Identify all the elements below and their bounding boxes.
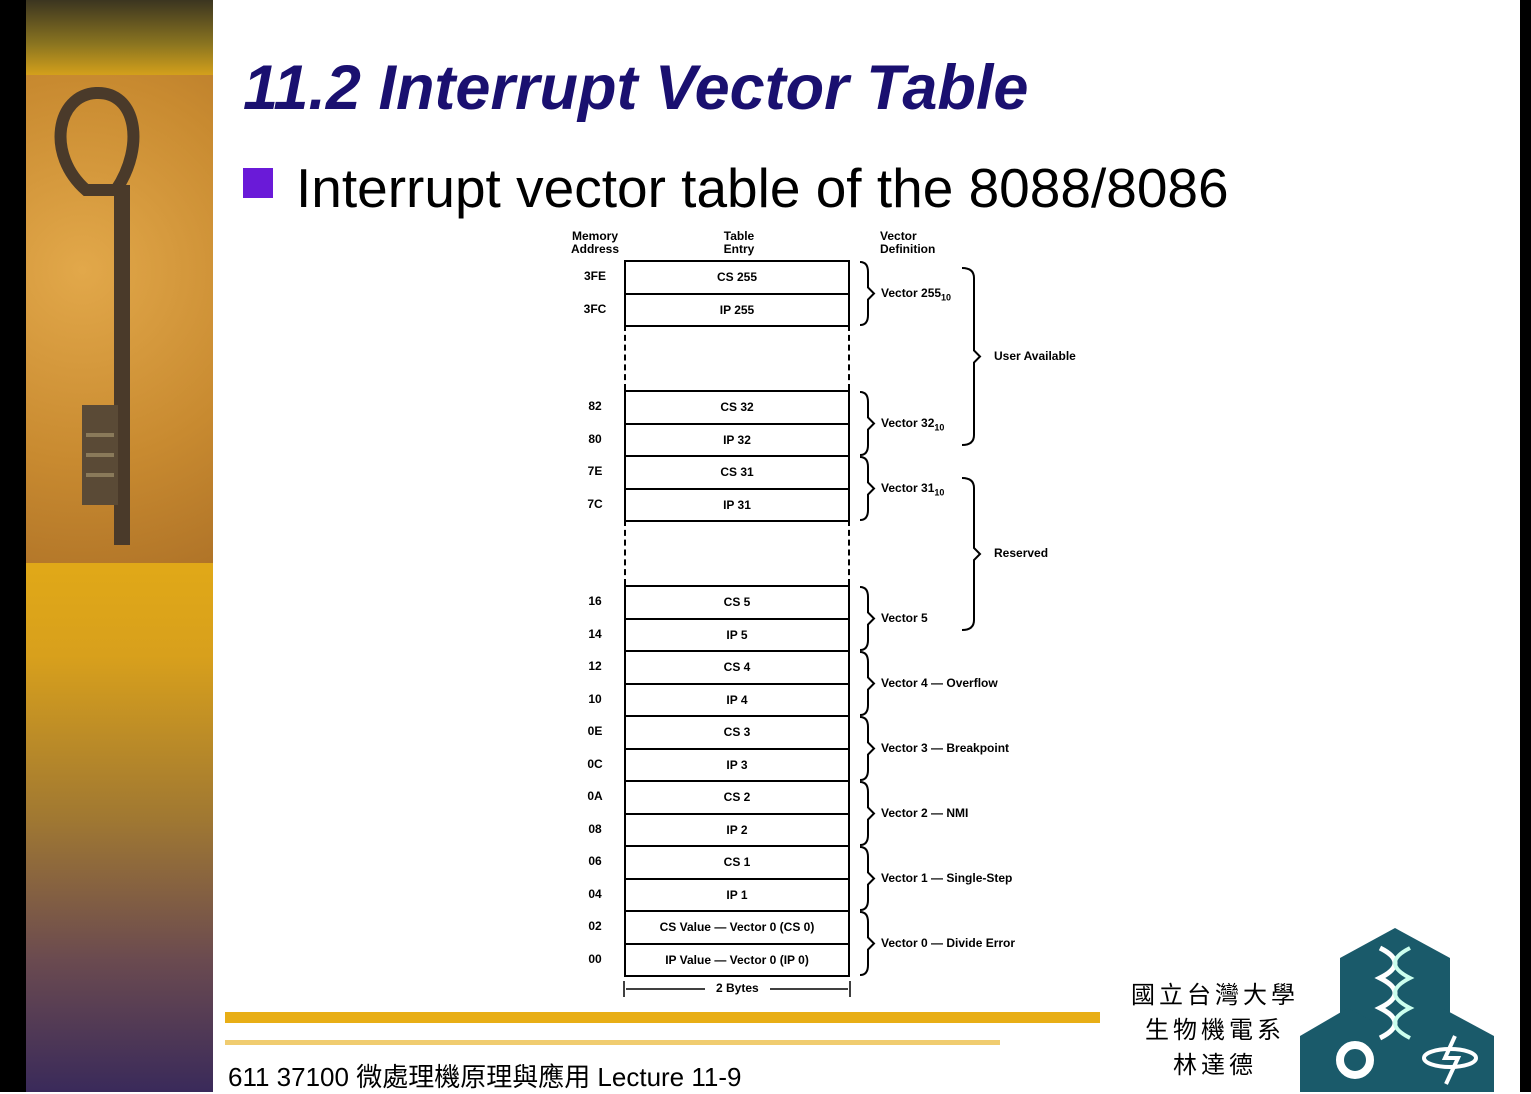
header-line: Memory bbox=[571, 229, 618, 243]
memory-address: 0C bbox=[587, 756, 603, 771]
vector-text: Vector 255 bbox=[881, 285, 942, 300]
bullet-text: Interrupt vector table of the 8088/8086 bbox=[296, 157, 1229, 219]
vector-label: Vector 3 — Breakpoint bbox=[881, 741, 1009, 755]
header-line: Vector bbox=[880, 229, 917, 243]
vector-label: Vector 2 — NMI bbox=[881, 806, 968, 820]
school-line: 國立台灣大學 bbox=[1131, 981, 1299, 1009]
vector-brace bbox=[859, 651, 876, 716]
department-logo bbox=[1300, 928, 1494, 1092]
vector-label: Vector 5 bbox=[881, 611, 928, 625]
school-name: 國立台灣大學 生物機電系 林達德 bbox=[1115, 978, 1315, 1083]
right-border bbox=[1520, 0, 1531, 1092]
vector-brace bbox=[859, 261, 876, 326]
key-image bbox=[26, 75, 213, 563]
vector-brace bbox=[859, 781, 876, 846]
vector-text: Vector 2 — NMI bbox=[881, 805, 969, 820]
memory-address: 0E bbox=[587, 724, 603, 738]
table-entry: CS Value — Vector 0 (CS 0) bbox=[624, 910, 850, 945]
table-entry: CS 32 bbox=[624, 390, 850, 425]
footer-text: 611 37100 微處理機原理與應用 Lecture 11-9 bbox=[228, 1062, 742, 1092]
vector-brace bbox=[859, 391, 876, 456]
memory-address: 12 bbox=[588, 659, 602, 673]
table-entry: CS 255 bbox=[624, 260, 850, 295]
memory-address: 82 bbox=[588, 399, 602, 413]
footer-bar bbox=[225, 1012, 1100, 1023]
table-entry: IP 2 bbox=[624, 812, 850, 847]
memory-address: 16 bbox=[588, 594, 602, 608]
vector-text: Vector 3 — Breakpoint bbox=[881, 740, 1010, 755]
school-line: 生物機電系 bbox=[1145, 1016, 1285, 1044]
vector-label: Vector 3110 bbox=[881, 481, 944, 497]
header-memory-address: Memory Address bbox=[560, 230, 630, 256]
slide-title: 11.2 Interrupt Vector Table bbox=[243, 53, 1029, 123]
vector-brace bbox=[859, 716, 876, 781]
memory-address: 80 bbox=[588, 431, 602, 446]
vector-subscript: 10 bbox=[941, 291, 952, 302]
vector-text: Vector 31 bbox=[881, 480, 935, 495]
memory-address: 02 bbox=[588, 919, 602, 933]
memory-address: 7C bbox=[587, 496, 603, 511]
table-entry: IP Value — Vector 0 (IP 0) bbox=[624, 942, 850, 977]
header-line: Address bbox=[570, 242, 620, 256]
left-border bbox=[0, 0, 26, 1092]
header-line: Entry bbox=[723, 242, 755, 256]
memory-address: 3FE bbox=[583, 269, 606, 283]
vector-brace bbox=[859, 586, 876, 651]
vector-label: Vector 0 — Divide Error bbox=[881, 936, 1015, 950]
memory-address: 08 bbox=[588, 821, 602, 836]
vector-text: Vector 4 — Overflow bbox=[881, 675, 998, 690]
memory-address: 7E bbox=[587, 464, 603, 478]
vector-label: Vector 25510 bbox=[881, 286, 951, 302]
vector-label: Vector 3210 bbox=[881, 416, 944, 432]
memory-address: 3FC bbox=[583, 301, 607, 316]
table-entry: CS 5 bbox=[624, 585, 850, 620]
group-label: User Available bbox=[994, 348, 1076, 363]
header-line: Table bbox=[723, 229, 755, 243]
vector-brace bbox=[859, 456, 876, 521]
table-entry: IP 3 bbox=[624, 747, 850, 782]
vector-brace bbox=[859, 846, 876, 911]
header-table-entry: Table Entry bbox=[704, 230, 774, 256]
group-brace bbox=[961, 267, 982, 446]
table-gap bbox=[624, 325, 850, 390]
table-entry: CS 3 bbox=[624, 715, 850, 750]
header-line: Definition bbox=[880, 242, 936, 256]
group-label: Reserved bbox=[994, 546, 1049, 560]
vector-text: Vector 5 bbox=[881, 610, 928, 625]
table-entry: CS 4 bbox=[624, 650, 850, 685]
table-entry: CS 31 bbox=[624, 455, 850, 490]
key-icon bbox=[54, 87, 140, 545]
width-label: 2 Bytes bbox=[716, 981, 759, 995]
vector-text: Vector 1 — Single-Step bbox=[881, 870, 1013, 885]
vector-label: Vector 1 — Single-Step bbox=[881, 871, 1012, 885]
group-brace bbox=[961, 477, 982, 631]
vector-text: Vector 0 — Divide Error bbox=[881, 935, 1016, 950]
memory-address: 0A bbox=[587, 789, 603, 803]
vector-label: Vector 4 — Overflow bbox=[881, 676, 998, 690]
vector-subscript: 10 bbox=[934, 486, 945, 497]
table-entry: IP 31 bbox=[624, 487, 850, 522]
vector-brace bbox=[859, 911, 876, 976]
table-entry: CS 1 bbox=[624, 845, 850, 880]
header-vector-definition: Vector Definition bbox=[880, 230, 960, 256]
memory-address: 10 bbox=[588, 691, 602, 706]
memory-address: 04 bbox=[588, 886, 602, 901]
table-entry: IP 255 bbox=[624, 292, 850, 327]
memory-address: 06 bbox=[588, 854, 602, 868]
memory-address: 00 bbox=[588, 951, 602, 966]
bullet-icon bbox=[243, 168, 273, 198]
table-entry: IP 4 bbox=[624, 682, 850, 717]
school-line: 林達德 bbox=[1173, 1051, 1257, 1079]
table-entry: IP 1 bbox=[624, 877, 850, 912]
vector-subscript: 10 bbox=[934, 421, 945, 432]
table-entry: CS 2 bbox=[624, 780, 850, 815]
table-entry: IP 32 bbox=[624, 422, 850, 457]
vector-text: Vector 32 bbox=[881, 415, 935, 430]
table-entry: IP 5 bbox=[624, 617, 850, 652]
table-gap bbox=[624, 520, 850, 585]
memory-address: 14 bbox=[588, 626, 602, 641]
footer-bar-thin bbox=[225, 1040, 1000, 1045]
